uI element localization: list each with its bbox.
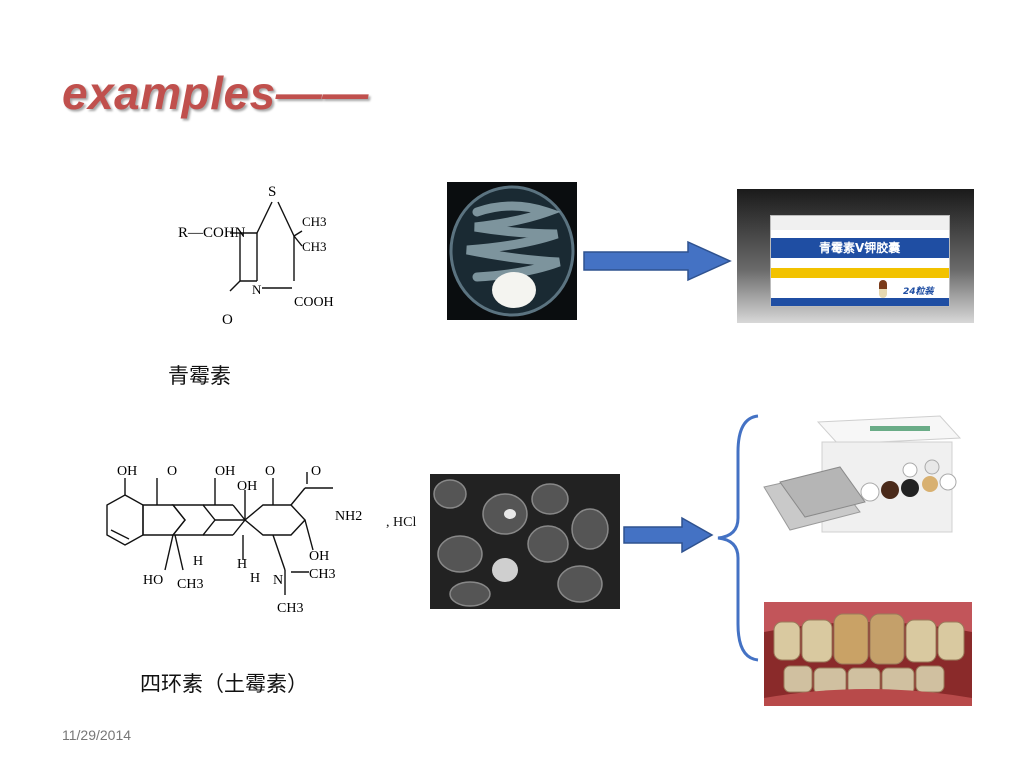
oh-label-2: OH bbox=[215, 464, 235, 479]
nitrogen-label: N bbox=[252, 282, 262, 297]
carboxyl-label: COOH bbox=[294, 295, 334, 310]
oh-label-3: OH bbox=[237, 479, 257, 494]
oh-label-1: OH bbox=[117, 464, 137, 479]
methyl-label-1: CH3 bbox=[302, 214, 327, 229]
ch3-label-2: CH3 bbox=[309, 567, 335, 582]
methyl-label-2: CH3 bbox=[302, 239, 327, 254]
micrograph-drawing bbox=[430, 474, 620, 609]
left-brace-icon bbox=[717, 414, 759, 662]
test-kit-drawing bbox=[763, 415, 962, 533]
tetracycline-structure: OH O OH OH O O NH2 OH H H HO CH3 H N CH3… bbox=[106, 464, 362, 616]
h-label-2: H bbox=[237, 557, 247, 572]
slide-date: 11/29/2014 bbox=[62, 727, 132, 743]
tetracycline-caption: 四环素（土霉素） bbox=[140, 672, 308, 696]
ch3-label-1: CH3 bbox=[177, 577, 203, 592]
arrow-right-icon-2 bbox=[623, 516, 714, 554]
h-label-3: H bbox=[250, 571, 260, 586]
penicillin-structure: R—COHN S CH3 CH3 N O COOH bbox=[178, 184, 334, 326]
petri-dish-photo bbox=[447, 182, 577, 320]
hcl-label: , HCl bbox=[386, 515, 417, 530]
o-label-1: O bbox=[167, 464, 177, 479]
capsule-icon bbox=[879, 280, 887, 298]
bacteria-micrograph bbox=[430, 474, 620, 609]
o-label-2: O bbox=[265, 464, 275, 479]
sulfur-label: S bbox=[268, 184, 276, 200]
petri-dish-drawing bbox=[449, 185, 575, 317]
o-label-3: O bbox=[311, 464, 321, 479]
oxygen-label: O bbox=[222, 312, 233, 326]
nh2-label: NH2 bbox=[335, 509, 362, 524]
penicillin-capsule-box-photo: 青霉素V钾胶囊 24粒装 bbox=[737, 189, 974, 323]
product-box: 青霉素V钾胶囊 24粒装 bbox=[770, 215, 950, 307]
n-label: N bbox=[273, 573, 283, 588]
h-label-1: H bbox=[193, 554, 203, 569]
arrow-right-icon bbox=[583, 240, 732, 282]
oh-label-4: OH bbox=[309, 549, 329, 564]
stained-teeth-photo bbox=[764, 602, 972, 706]
test-kit-photo bbox=[760, 412, 982, 542]
product-name: 青霉素V钾胶囊 bbox=[819, 241, 901, 255]
r-group-label: R—COHN bbox=[178, 225, 246, 241]
teeth-drawing bbox=[764, 602, 972, 706]
slide-title: examples—— bbox=[62, 67, 369, 119]
ho-label: HO bbox=[143, 573, 163, 588]
capsule-count: 24粒装 bbox=[903, 287, 934, 297]
penicillin-caption: 青霉素 bbox=[168, 364, 231, 388]
ch3-label-3: CH3 bbox=[277, 601, 303, 616]
